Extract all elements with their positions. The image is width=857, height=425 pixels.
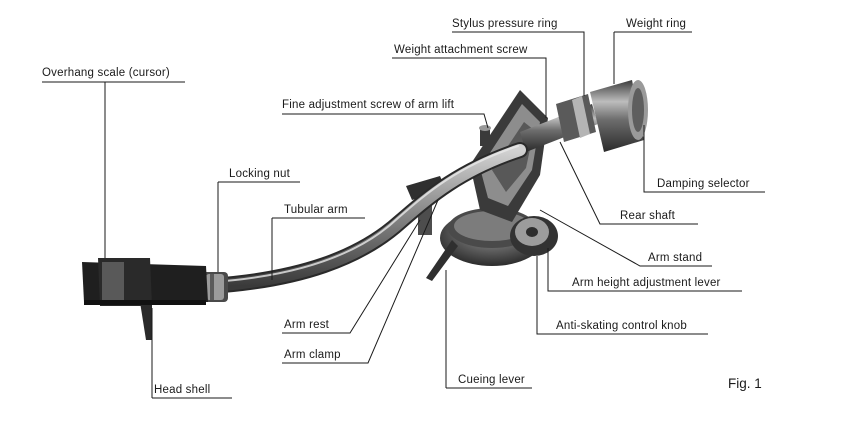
- label-damping-selector: Damping selector: [657, 178, 750, 190]
- leader-lines: [42, 31, 765, 399]
- label-arm-stand: Arm stand: [648, 252, 702, 264]
- cueing-lever-shape: [426, 240, 458, 281]
- locking-nut-shape: [202, 272, 228, 302]
- label-overhang-scale: Overhang scale (cursor): [42, 67, 170, 79]
- figure-number: Fig. 1: [728, 376, 762, 391]
- arm-lift-screw-shape: [479, 125, 491, 146]
- label-anti-skating-knob: Anti-skating control knob: [556, 320, 687, 332]
- label-arm-rest: Arm rest: [284, 319, 330, 331]
- label-arm-clamp: Arm clamp: [284, 349, 341, 361]
- leader-fine-adjustment-screw: [282, 113, 489, 129]
- label-locking-nut: Locking nut: [229, 168, 291, 180]
- label-arm-height-lever: Arm height adjustment lever: [572, 277, 721, 289]
- label-head-shell: Head shell: [154, 384, 210, 396]
- leader-anti-skating-knob: [536, 256, 708, 335]
- counterweight-shape: [556, 80, 648, 152]
- tonearm-illustration: [82, 80, 648, 340]
- label-weight-ring: Weight ring: [626, 18, 686, 30]
- label-fine-adjustment-screw: Fine adjustment screw of arm lift: [282, 99, 455, 111]
- leader-rear-shaft: [559, 141, 698, 225]
- label-tubular-arm: Tubular arm: [284, 204, 348, 216]
- leader-arm-rest: [282, 219, 421, 334]
- leader-damping-selector: [643, 125, 765, 193]
- leader-arm-height-lever: [547, 248, 742, 292]
- head-shell-shape: [82, 258, 208, 340]
- leader-stylus-pressure-ring: [452, 31, 585, 96]
- label-weight-attachment-screw: Weight attachment screw: [394, 44, 528, 56]
- label-stylus-pressure-ring: Stylus pressure ring: [452, 18, 558, 30]
- label-cueing-lever: Cueing lever: [458, 374, 525, 386]
- leader-weight-attachment-screw: [392, 57, 547, 118]
- anti-skating-knob-shape: [510, 216, 558, 256]
- leader-arm-clamp: [282, 199, 439, 364]
- leader-arm-stand: [539, 209, 712, 267]
- label-rear-shaft: Rear shaft: [620, 210, 676, 222]
